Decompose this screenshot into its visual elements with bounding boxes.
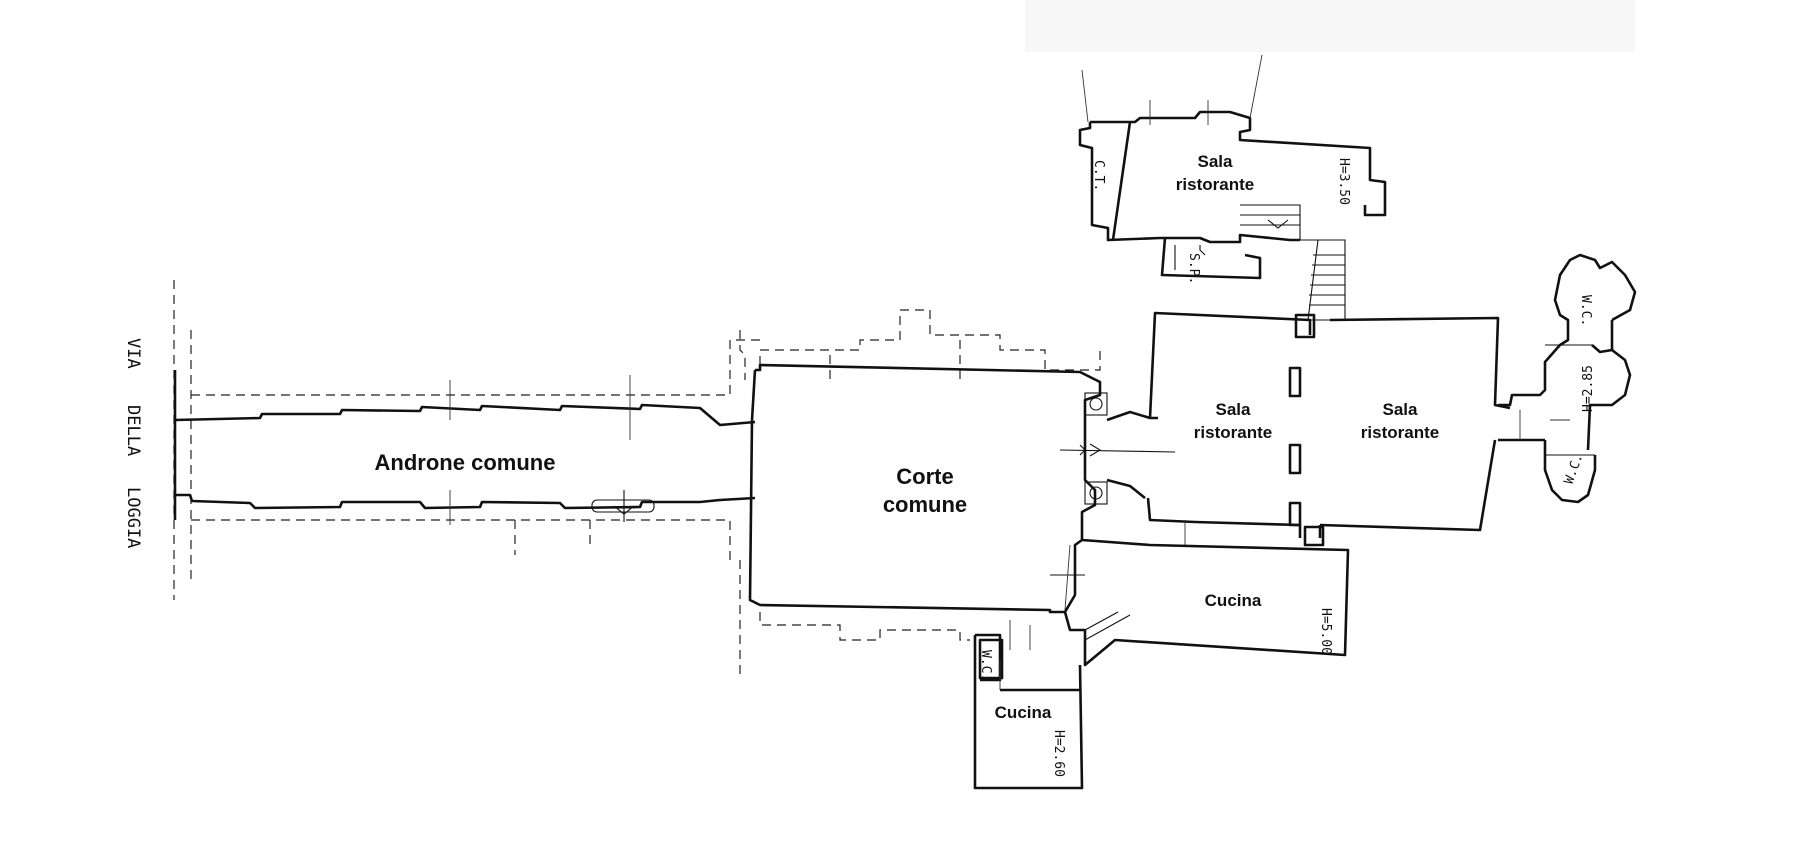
sala-ristorante-east-label-line2: ristorante [1361, 423, 1439, 442]
sala-ristorante-north-label-line1: Sala [1198, 152, 1234, 171]
street-name-loggia: LOGGIA [123, 487, 143, 548]
androne-dashed-outlines [191, 330, 760, 680]
ct-annotation: C.T. [1091, 160, 1106, 191]
corte-comune-label-line1: Corte [896, 464, 953, 489]
wc-block-walls [1498, 253, 1637, 504]
sala-ristorante-north-label-line2: ristorante [1176, 175, 1254, 194]
sala-ristorante-east-label-line1: Sala [1383, 400, 1419, 419]
wc-top-annotation: W.C. [1578, 295, 1593, 326]
sp-annotation: S.P. [1186, 253, 1201, 284]
street-name-via: VIA [123, 338, 143, 369]
androne-corridor-walls [173, 370, 756, 525]
wc-bottom-annotation: W.C. [1562, 452, 1587, 487]
height-cucina-small-annotation: H=2.60 [1051, 730, 1066, 777]
street-name-della: DELLA [123, 405, 143, 456]
height-sala-north-annotation: H=3.50 [1336, 158, 1351, 205]
height-wc-annotation: H=2.85 [1581, 365, 1596, 412]
corte-comune-walls [748, 363, 1102, 614]
staircase [1240, 204, 1346, 321]
street-boundary [173, 280, 192, 600]
sala-ristorante-north-walls [1078, 54, 1387, 280]
sala-ristorante-central-walls [1146, 311, 1511, 547]
corte-entrance-detail [1059, 392, 1176, 505]
corte-comune-label-line2: comune [883, 492, 967, 517]
corte-dashed-outlines [759, 309, 1101, 641]
cucina-small-walls [973, 620, 1084, 790]
height-cucina-main-annotation: H=5.00 [1318, 608, 1333, 655]
sala-ristorante-west-label-line2: ristorante [1194, 423, 1272, 442]
scan-shadow [1025, 0, 1635, 52]
cucina-small-label: Cucina [995, 703, 1052, 722]
cucina-main-walls [1050, 538, 1350, 667]
sala-ristorante-west-label-line1: Sala [1216, 400, 1252, 419]
androne-comune-label: Androne comune [375, 450, 556, 475]
cucina-main-label: Cucina [1205, 591, 1262, 610]
wc-small-annotation: W.C. [978, 650, 993, 681]
